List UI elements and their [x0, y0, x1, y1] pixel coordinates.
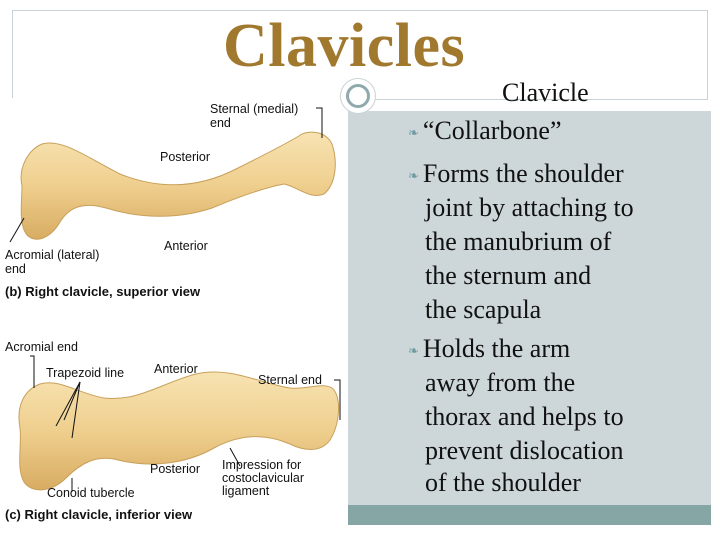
label-acromial-lateral-end: end: [5, 262, 26, 276]
label-impression-3: ligament: [222, 484, 270, 498]
bullet-continuation: thorax and helps to: [425, 402, 624, 431]
leader-trapezoid-3: [63, 381, 81, 421]
slide-title: Clavicles: [223, 12, 466, 80]
label-sternal-end: Sternal end: [258, 373, 322, 387]
bullet-continuation: the sternum and: [425, 261, 592, 290]
label-sternal-medial-end: end: [210, 116, 231, 130]
bullet-item: ❧“Collarbone”: [408, 114, 562, 150]
leader-sternal-end: [316, 107, 323, 138]
caption-inferior-view: (c) Right clavicle, inferior view: [5, 507, 193, 522]
slide-subtitle: Clavicle: [502, 78, 589, 107]
leader-acromial: [9, 217, 25, 243]
text-panel: [347, 111, 711, 505]
bullet-item: ❧Holds the arm: [408, 332, 570, 368]
decorative-ring-icon: [340, 78, 376, 114]
label-posterior-superior: Posterior: [160, 150, 211, 164]
label-impression-2: costoclavicular: [222, 471, 304, 485]
bullet-continuation: joint by attaching to: [425, 193, 634, 222]
label-anterior-inferior: Anterior: [154, 362, 198, 376]
label-sternal-medial: Sternal (medial): [210, 102, 299, 116]
leader-trapezoid-2: [71, 381, 81, 439]
label-impression-1: Impression for: [222, 458, 302, 472]
bullet-item: ❧Forms the shoulder: [408, 157, 624, 193]
label-conoid-tubercle: Conoid tubercle: [47, 486, 135, 500]
label-acromial-lateral: Acromial (lateral): [5, 248, 100, 262]
caption-superior-view: (b) Right clavicle, superior view: [5, 284, 201, 299]
bullet-line: Forms the shoulder: [422, 159, 624, 188]
bullet-marker-icon: ❧: [408, 125, 419, 141]
clavicle-inferior-bone: [18, 371, 339, 491]
bullet-continuation: the manubrium of: [425, 227, 612, 256]
leader-trapezoid-1: [55, 381, 81, 427]
bullet-marker-icon: ❧: [408, 343, 419, 359]
bullet-line: “Collarbone”: [422, 116, 562, 145]
clavicle-superior-bone: [20, 131, 336, 240]
label-trapezoid-line: Trapezoid line: [46, 366, 125, 380]
label-anterior-superior: Anterior: [164, 239, 208, 253]
label-posterior-inferior: Posterior: [150, 462, 201, 476]
bullet-continuation: of the shoulder: [425, 468, 581, 497]
leader-acromial-end: [30, 355, 35, 388]
label-acromial-end: Acromial end: [5, 340, 78, 354]
bullet-continuation: prevent dislocation: [425, 436, 624, 465]
clavicle-illustration: [9, 107, 341, 492]
bullet-line: Holds the arm: [422, 334, 571, 363]
bottom-accent-bar: [347, 505, 711, 525]
bullet-marker-icon: ❧: [408, 168, 419, 184]
leader-impression: [229, 447, 241, 467]
bullet-continuation: away from the: [425, 368, 576, 397]
clavicle-figure: Sternal (medial) end Posterior Anterior …: [0, 98, 348, 526]
bullet-continuation: the scapula: [425, 295, 542, 324]
leader-sternal-end-inferior: [334, 379, 341, 420]
